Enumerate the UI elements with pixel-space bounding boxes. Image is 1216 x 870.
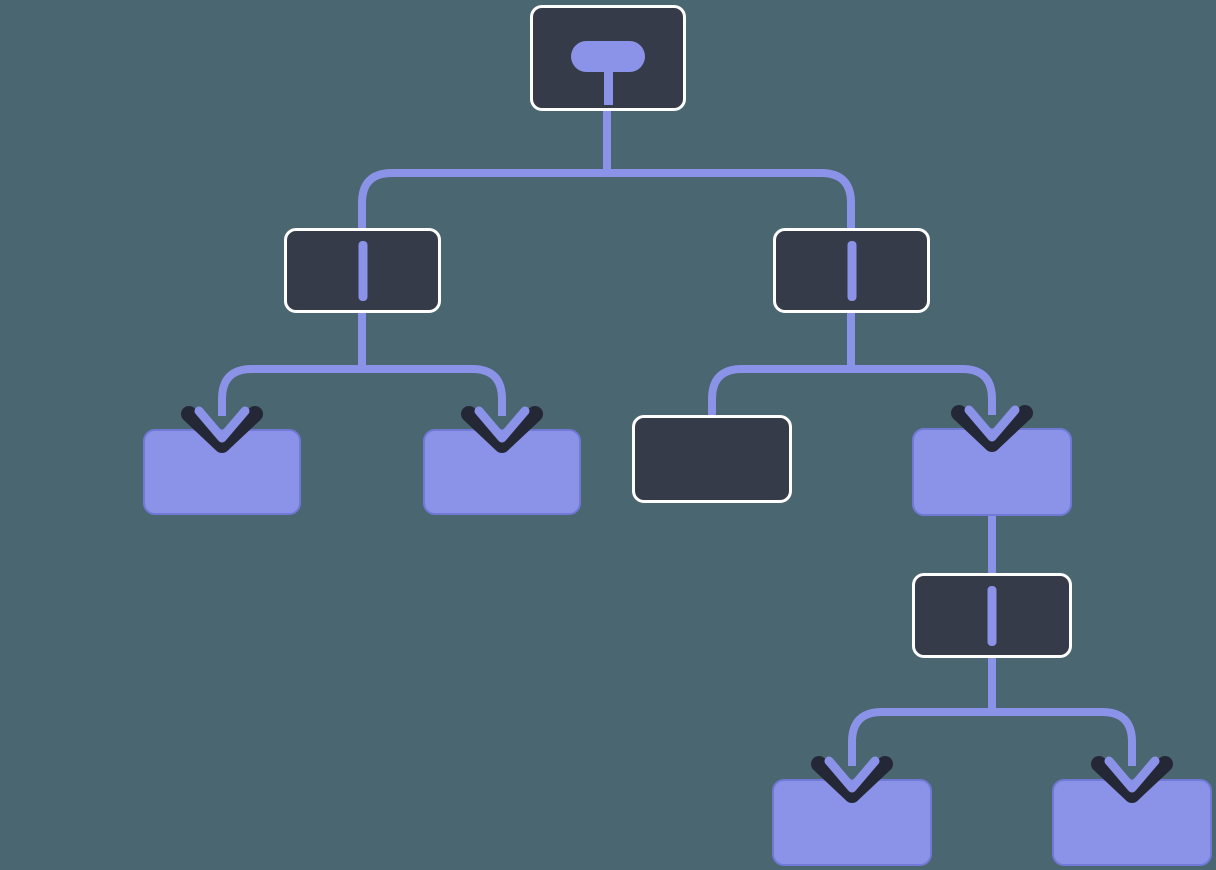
arrowhead-l5-leaf-2 xyxy=(1091,756,1173,803)
vertical-line-icon xyxy=(987,585,997,646)
edge-l4dark-l5leaf2[interactable] xyxy=(988,615,1136,766)
node-l4-dark[interactable] xyxy=(912,573,1072,658)
pill-stem xyxy=(603,72,613,105)
node-l3-dark[interactable] xyxy=(632,415,792,503)
edge-l2left-leaf1[interactable] xyxy=(218,270,366,416)
arrowhead-l3-leaf-1 xyxy=(181,406,263,453)
edge-l4dark-l5leaf1[interactable] xyxy=(848,615,996,766)
arrowhead-l5-leaf-1 xyxy=(811,756,893,803)
node-l2-right[interactable] xyxy=(773,228,930,313)
arrowhead-l3-leaf-2 xyxy=(461,406,543,453)
edge-l2left-leaf2[interactable] xyxy=(358,270,506,416)
node-l2-left[interactable] xyxy=(284,228,441,313)
edge-l2right-l3purple[interactable] xyxy=(847,270,996,415)
edge-root-l2-right[interactable] xyxy=(603,58,855,270)
pill-stem-icon xyxy=(533,8,683,108)
node-root[interactable] xyxy=(530,5,686,111)
edge-root-l2-left[interactable] xyxy=(358,58,611,270)
vertical-line-icon xyxy=(847,240,856,301)
pill-shape xyxy=(571,41,645,72)
edge-l2right-l3dark[interactable] xyxy=(708,270,855,430)
arrowhead-l3-purple xyxy=(951,405,1033,452)
vertical-line-icon xyxy=(358,240,367,301)
